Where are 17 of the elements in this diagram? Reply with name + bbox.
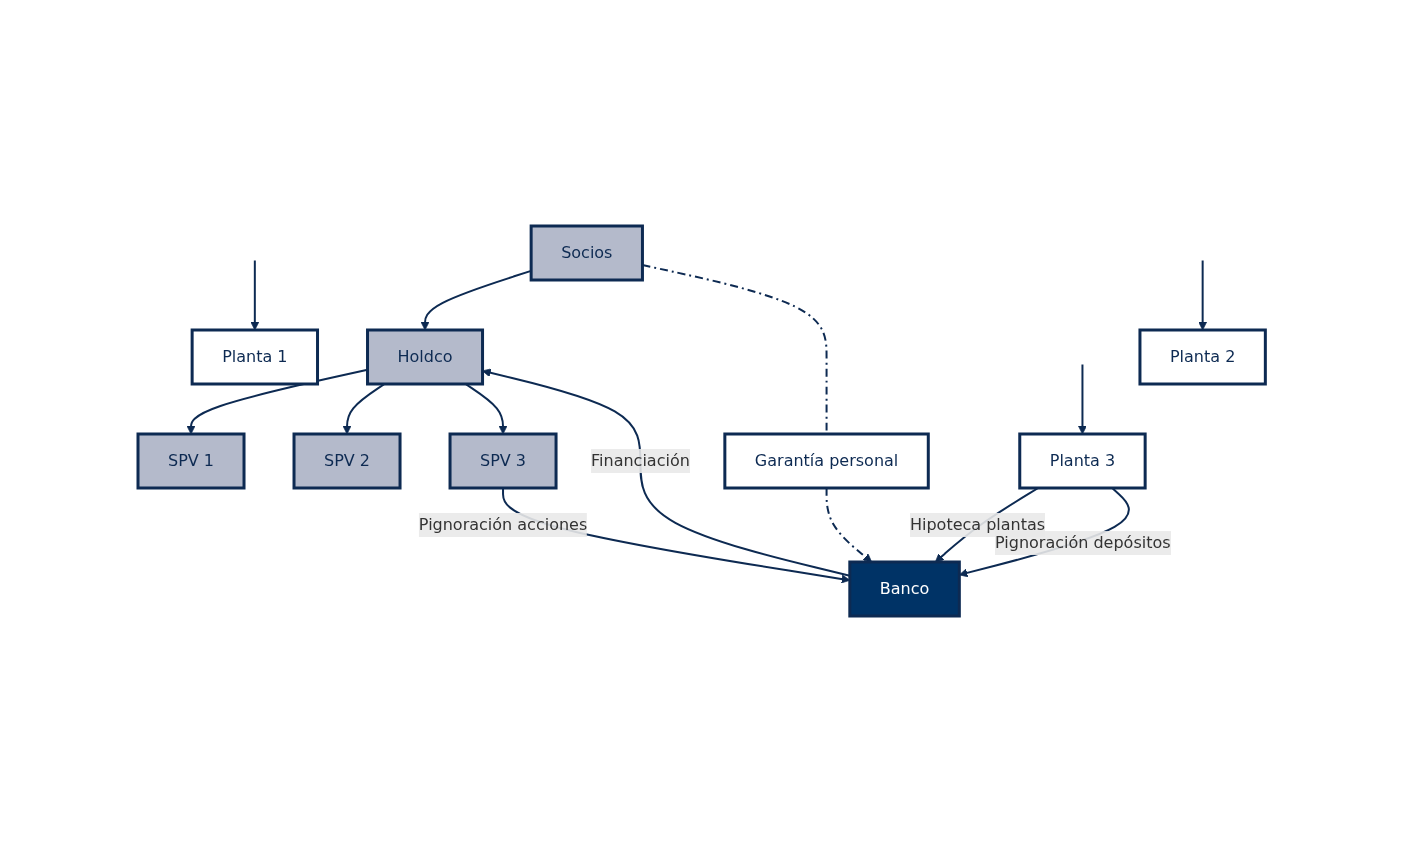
arrow: [250, 259, 260, 331]
arrow: [1198, 259, 1208, 331]
node-box: SPV 2: [292, 432, 402, 490]
node-box: Garantía personal: [723, 432, 931, 490]
node-box: SPV 1: [136, 432, 246, 490]
edge-label: Hipoteca plantas: [910, 515, 1046, 534]
node-box: Planta 1: [190, 328, 320, 386]
node-box: Planta 2: [1138, 328, 1268, 386]
edge-label: Pignoración acciones: [419, 515, 588, 534]
node-box: Planta 3: [1018, 432, 1147, 490]
node-box: Banco: [848, 560, 962, 618]
node-box: SPV 3: [448, 432, 558, 490]
node-box: Holdco: [366, 328, 485, 386]
node-box: Socios: [529, 224, 645, 282]
arrow: [1078, 363, 1088, 435]
edge-label: Financiación: [591, 451, 691, 470]
edge-label: Pignoración depósitos: [995, 533, 1171, 553]
